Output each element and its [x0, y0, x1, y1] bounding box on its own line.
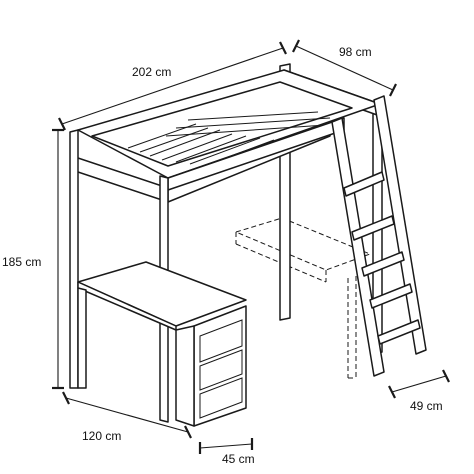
dimension-height-label: 185 cm [2, 255, 41, 269]
dim-line-length [58, 41, 287, 131]
ladder [331, 95, 427, 377]
dimension-desk-depth-label: 45 cm [222, 452, 255, 466]
bed-frame [71, 69, 381, 203]
dim-line-depth [292, 39, 397, 97]
dimension-length-label: 202 cm [132, 65, 171, 79]
desk-cabinet [175, 305, 247, 427]
desk [77, 261, 247, 427]
ladder-rungs [343, 171, 421, 345]
dimension-depth-label: 98 cm [339, 45, 372, 59]
dim-line-desk-depth [198, 438, 254, 454]
dimension-desk-length-label: 120 cm [82, 429, 121, 443]
hidden-desk-outline [234, 217, 372, 379]
dimension-ladder-depth-label: 49 cm [410, 399, 443, 413]
dim-line-desk-length [62, 391, 192, 439]
dim-line-ladder-depth [388, 369, 450, 399]
dimension-lines [52, 39, 450, 454]
dim-line-height [52, 128, 64, 390]
